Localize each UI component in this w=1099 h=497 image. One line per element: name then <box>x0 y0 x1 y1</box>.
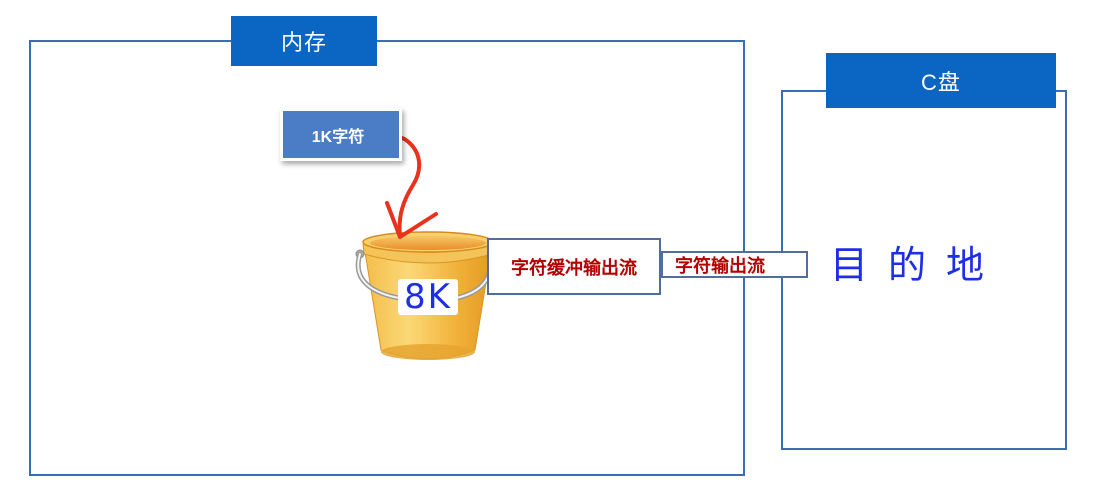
destination-label: 目的地 <box>830 243 1005 287</box>
transfer-arrow-head <box>385 201 438 239</box>
disk-title: C盘 <box>826 53 1056 108</box>
bucket-opening <box>370 236 486 250</box>
writer-label: 字符输出流 <box>675 255 765 276</box>
buffered-writer-label: 字符缓冲输出流 <box>511 257 637 278</box>
source-chars-label: 1K字符 <box>280 108 402 161</box>
bucket-bottom <box>381 344 475 360</box>
buffer-capacity: 8K <box>398 279 458 315</box>
buffered-writer-box: 字符缓冲输出流 <box>487 238 661 295</box>
writer-box: 字符输出流 <box>661 251 808 278</box>
memory-title: 内存 <box>231 16 377 66</box>
